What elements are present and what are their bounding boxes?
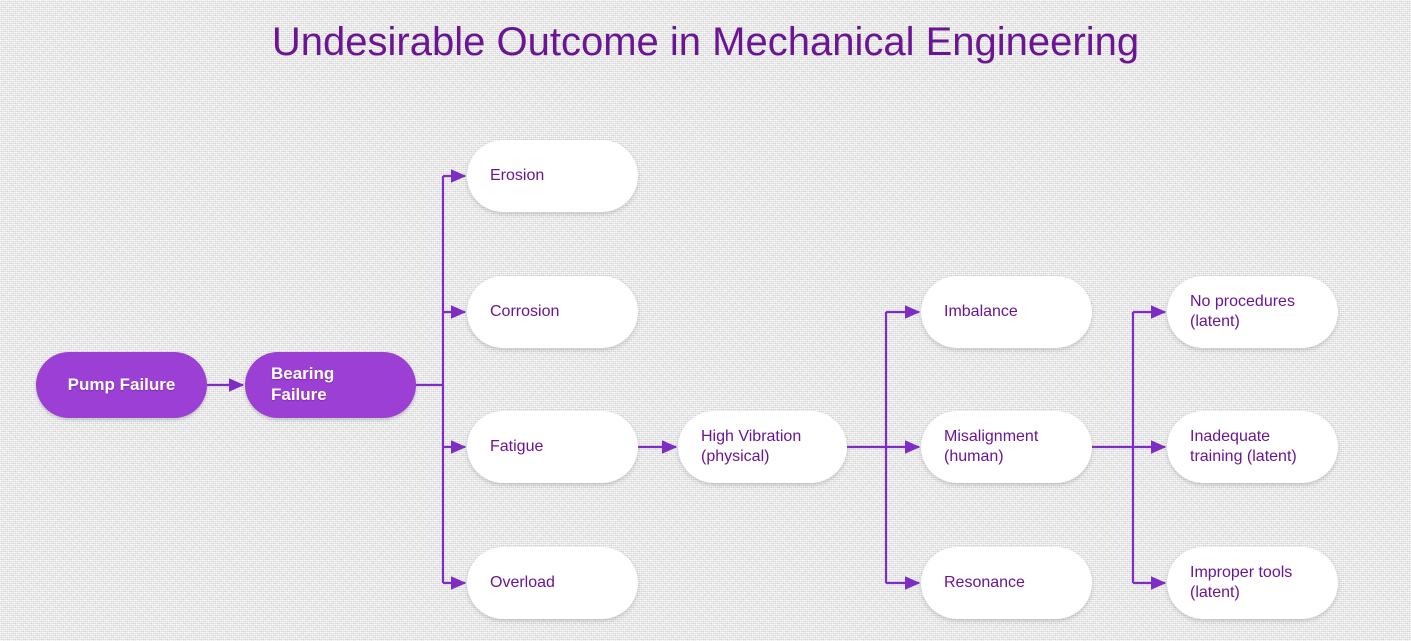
node-misalignment-label: Misalignment (human) xyxy=(944,428,1039,465)
node-no-procedures[interactable]: No procedures (latent) xyxy=(1167,276,1338,348)
node-overload-label: Overload xyxy=(490,574,555,592)
node-erosion-label: Erosion xyxy=(490,167,545,185)
node-resonance-label: Resonance xyxy=(944,574,1025,592)
node-high-vibration-label: High Vibration (physical) xyxy=(701,428,802,465)
node-corrosion[interactable]: Corrosion xyxy=(467,276,638,348)
node-fatigue-label: Fatigue xyxy=(490,438,544,456)
node-erosion[interactable]: Erosion xyxy=(467,140,638,212)
node-inadequate-training[interactable]: Inadequate training (latent) xyxy=(1167,411,1338,483)
node-resonance[interactable]: Resonance xyxy=(921,547,1092,619)
node-misalignment[interactable]: Misalignment (human) xyxy=(921,411,1092,483)
node-bearing-failure-label: Bearing Failure xyxy=(271,364,335,404)
node-overload[interactable]: Overload xyxy=(467,547,638,619)
node-pump-failure-label: Pump Failure xyxy=(67,374,176,394)
node-pump-failure[interactable]: Pump Failure xyxy=(36,352,207,418)
node-improper-tools-label: Improper tools (latent) xyxy=(1190,564,1293,601)
node-improper-tools[interactable]: Improper tools (latent) xyxy=(1167,547,1338,619)
node-imbalance[interactable]: Imbalance xyxy=(921,276,1092,348)
page-title: Undesirable Outcome in Mechanical Engine… xyxy=(271,20,1140,64)
node-inadequate-training-label: Inadequate training (latent) xyxy=(1190,428,1297,465)
node-high-vibration[interactable]: High Vibration (physical) xyxy=(678,411,847,483)
node-imbalance-label: Imbalance xyxy=(944,303,1018,321)
node-bearing-failure[interactable]: Bearing Failure xyxy=(245,352,416,418)
node-no-procedures-label: No procedures (latent) xyxy=(1190,293,1295,330)
node-corrosion-label: Corrosion xyxy=(490,303,560,321)
node-fatigue[interactable]: Fatigue xyxy=(467,411,638,483)
